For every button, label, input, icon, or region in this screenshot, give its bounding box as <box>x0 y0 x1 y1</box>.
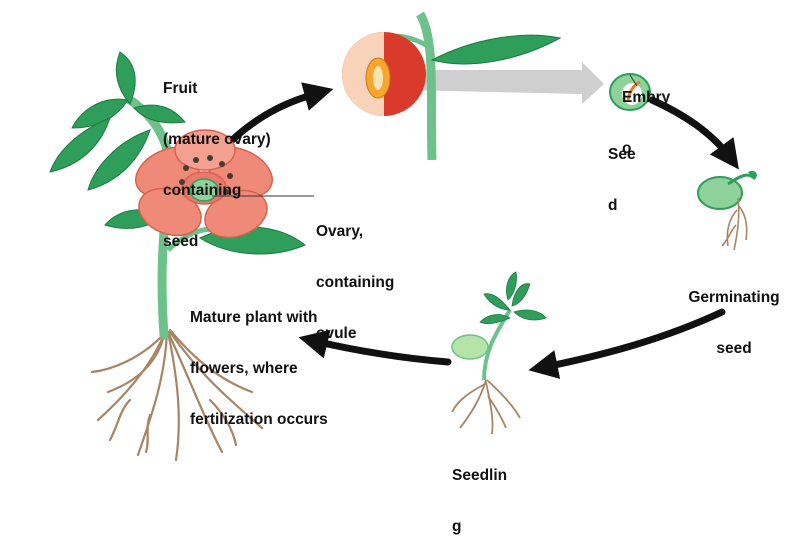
label-seed-line: d <box>608 197 636 214</box>
plant-life-cycle-diagram <box>0 0 812 468</box>
label-seedling-line: Seedlin <box>452 467 507 484</box>
label-mature-plant-line: Mature plant with <box>190 309 328 326</box>
label-fruit-line: containing <box>163 182 271 199</box>
germinating-seed-illustration <box>698 171 757 250</box>
label-fruit: Fruit (mature ovary) containing seed <box>163 46 271 267</box>
label-fruit-line: (mature ovary) <box>163 131 271 148</box>
label-seedling: Seedlin g <box>452 433 507 552</box>
label-fruit-line: seed <box>163 233 271 250</box>
seedling-illustration <box>452 272 546 434</box>
label-germinating-seed: Germinating seed <box>668 255 800 374</box>
label-fruit-line: Fruit <box>163 80 271 97</box>
label-mature-plant-line: fertilization occurs <box>190 411 328 428</box>
label-mature-plant-line: flowers, where <box>190 360 328 377</box>
label-mature-plant: Mature plant with flowers, where fertili… <box>190 275 328 445</box>
label-seedling-line: g <box>452 518 507 535</box>
label-seed-line: See <box>608 146 636 163</box>
label-seed: See d <box>608 112 636 231</box>
label-ovary-line: Ovary, <box>316 223 394 240</box>
label-embryo-line: Embry <box>622 89 670 106</box>
label-germinating-line: seed <box>668 340 800 357</box>
label-germinating-line: Germinating <box>668 289 800 306</box>
